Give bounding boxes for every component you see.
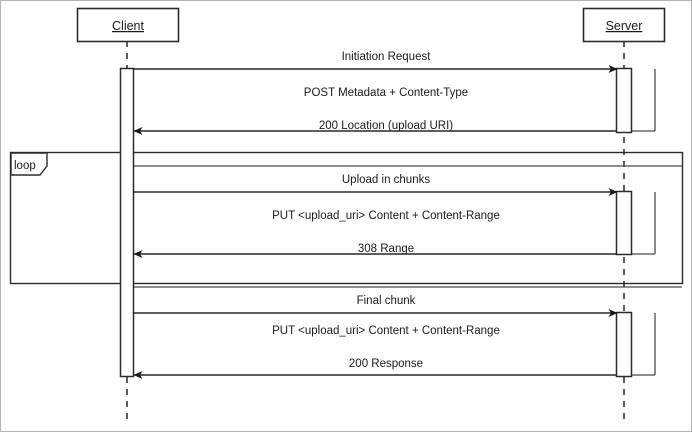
label-200-response: 200 Response [349, 358, 423, 370]
message-labels: POST Metadata + Content-Type 200 Locatio… [272, 87, 500, 370]
participant-server[interactable]: Server [582, 7, 666, 43]
participant-server-label: Server [606, 19, 643, 33]
label-put-final-chunk: PUT <upload_uri> Content + Content-Range [272, 325, 500, 337]
group-captions: Initiation Request Upload in chunks Fina… [342, 51, 432, 307]
participant-client-label: Client [112, 19, 144, 33]
activation-bars [119, 67, 633, 378]
caption-initiation: Initiation Request [342, 51, 432, 63]
loop-fragment-box [9, 151, 684, 285]
label-post-metadata: POST Metadata + Content-Type [304, 87, 468, 99]
participant-client-box [76, 7, 180, 43]
label-200-location: 200 Location (upload URI) [319, 120, 453, 132]
label-308-range: 308 Range [358, 243, 414, 255]
caption-final-chunk: Final chunk [357, 295, 416, 307]
client-activation [119, 67, 135, 378]
server-activation-2 [615, 190, 633, 256]
server-activation-1 [615, 67, 633, 134]
participant-server-box [582, 7, 666, 43]
message-arrows [133, 65, 618, 379]
loop-fragment[interactable]: loop [9, 151, 684, 285]
label-put-chunk: PUT <upload_uri> Content + Content-Range [272, 210, 500, 222]
participant-client[interactable]: Client [76, 7, 180, 43]
loop-fragment-label-tab [10, 152, 48, 176]
server-activation-3 [615, 311, 633, 378]
loop-fragment-label: loop [14, 160, 36, 172]
caption-upload-in-chunks: Upload in chunks [342, 174, 430, 186]
